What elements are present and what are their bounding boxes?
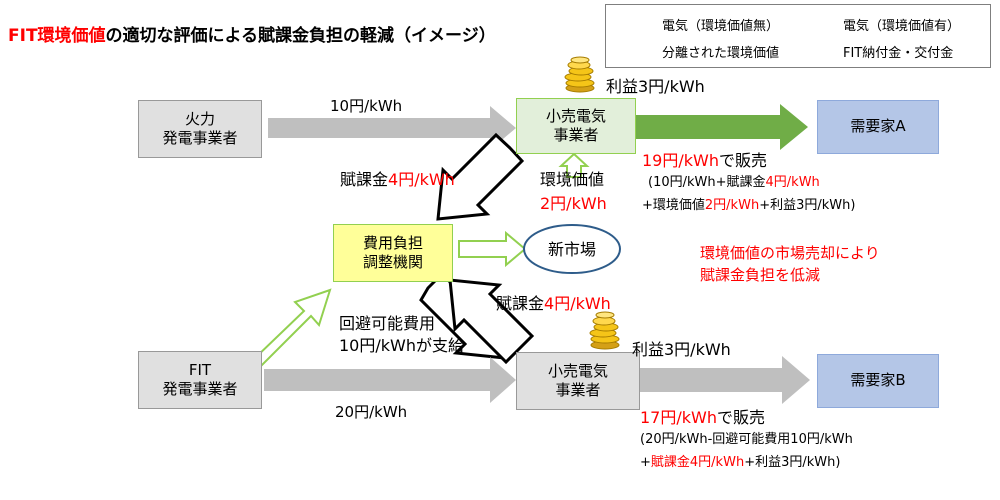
node-new-market: 新市場 <box>547 239 596 259</box>
node-thermal-generator: 火力 発電事業者 <box>138 100 262 158</box>
sale-a-label: 19円/kWhで販売 <box>642 151 767 170</box>
sale-b-breakdown-line1: (20円/kWh-回避可能費用10円/kWh <box>640 432 853 447</box>
legend-label-fit-payment: FIT納付金・交付金 <box>843 46 954 61</box>
new-market-ellipse <box>523 224 621 274</box>
env-value-price: 2円/kWh <box>540 194 607 213</box>
surcharge-top-label: 賦課金4円/kWh <box>340 170 455 189</box>
sale-b-breakdown-line2: +賦課金4円/kWh+利益3円/kWh) <box>640 455 841 470</box>
profit-bottom-label: 利益3円/kWh <box>632 340 731 359</box>
legend <box>605 4 991 68</box>
green-arrow-to-new-market <box>458 230 527 268</box>
sale-a-breakdown-line1: (10円/kWh+賦課金4円/kWh <box>648 175 820 190</box>
node-fit-generator: FIT 発電事業者 <box>138 351 262 409</box>
price-thermal-label: 10円/kWh <box>330 97 403 115</box>
node-customer-b: 需要家B <box>817 354 939 408</box>
price-fit-label: 20円/kWh <box>335 403 408 421</box>
legend-label-separated: 分離された環境価値 <box>662 46 780 61</box>
coin-stack-icon <box>564 56 595 93</box>
env-value-label: 環境価値 <box>540 170 605 189</box>
legend-label-gray: 電気（環境価値無） <box>662 19 780 34</box>
note-line1: 環境価値の市場売却により <box>700 244 880 262</box>
green-arrow-fit-to-agency <box>252 288 332 368</box>
surcharge-bottom-label: 賦課金4円/kWh <box>496 294 611 313</box>
node-retailer-bottom: 小売電気 事業者 <box>516 352 640 410</box>
note-line2: 賦課金負担を低減 <box>700 266 821 284</box>
gray-arrow-fit-to-retailer <box>264 357 516 403</box>
gray-arrow-retailer-to-customer-b <box>640 356 810 404</box>
sale-b-label: 17円/kWhで販売 <box>640 408 765 427</box>
node-customer-a: 需要家A <box>817 100 939 154</box>
node-retailer-top: 小売電気 事業者 <box>516 98 636 154</box>
coin-stack-icon <box>589 311 620 350</box>
green-arrow-retailer-to-customer-a <box>636 104 808 150</box>
profit-top-label: 利益3円/kWh <box>606 77 705 96</box>
node-cost-agency: 費用負担 調整機関 <box>333 224 453 282</box>
env-value-up-arrow <box>558 152 590 178</box>
page-title: FIT環境価値の適切な評価による賦課金負担の軽減（イメージ） <box>8 26 496 46</box>
sale-a-breakdown-line2: +環境価値2円/kWh+利益3円/kWh) <box>642 198 856 213</box>
avoided-cost-line1: 回避可能費用 <box>339 314 436 333</box>
gray-arrow-thermal-to-retailer <box>268 106 516 150</box>
surcharge-arrow-to-agency <box>436 132 525 221</box>
avoided-cost-line2: 10円/kWhが支給 <box>339 336 464 355</box>
legend-label-green: 電気（環境価値有） <box>843 19 961 34</box>
